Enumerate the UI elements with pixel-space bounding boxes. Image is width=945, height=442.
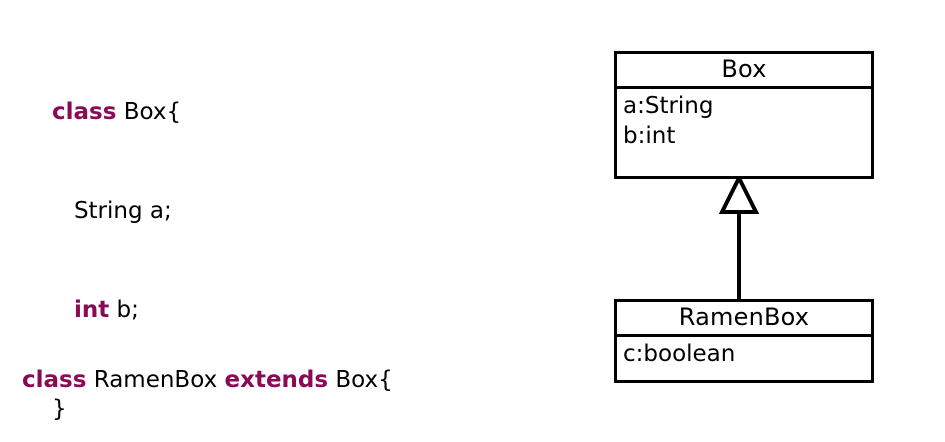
code-text: Box{ bbox=[328, 367, 393, 393]
code-text: } bbox=[52, 396, 67, 422]
uml-attribute: c:boolean bbox=[623, 341, 736, 367]
code-line: } bbox=[52, 393, 181, 426]
keyword-int: int bbox=[73, 297, 110, 323]
keyword-class: class bbox=[22, 367, 87, 393]
code-line: int b; bbox=[52, 294, 181, 327]
code-listing-ramenbox: class RamenBox extends Box{ boolean c; } bbox=[22, 298, 393, 442]
code-line: class RamenBox extends Box{ bbox=[22, 364, 393, 397]
uml-class-ramenbox: RamenBox c:boolean bbox=[614, 299, 874, 383]
generalization-arrow-icon bbox=[718, 176, 760, 302]
code-listing-box: class Box{ String a; int b; } bbox=[52, 30, 181, 442]
code-line: class Box{ bbox=[52, 96, 181, 129]
code-text: String a; bbox=[73, 198, 172, 224]
code-line: String a; bbox=[52, 195, 181, 228]
uml-attribute-compartment: c:boolean bbox=[617, 337, 871, 369]
uml-attribute-compartment: a:String b:int bbox=[617, 89, 871, 151]
keyword-class: class bbox=[52, 99, 117, 125]
code-indent bbox=[52, 198, 74, 224]
uml-attribute: a:String bbox=[623, 93, 714, 119]
code-text: b; bbox=[109, 297, 139, 323]
uml-class-box: Box a:String b:int bbox=[614, 51, 874, 179]
code-text: RamenBox bbox=[86, 367, 225, 393]
uml-class-name: RamenBox bbox=[617, 302, 871, 337]
code-text: Box{ bbox=[116, 99, 182, 125]
uml-attribute: b:int bbox=[623, 123, 676, 149]
keyword-extends: extends bbox=[224, 367, 329, 393]
uml-class-name: Box bbox=[617, 54, 871, 89]
